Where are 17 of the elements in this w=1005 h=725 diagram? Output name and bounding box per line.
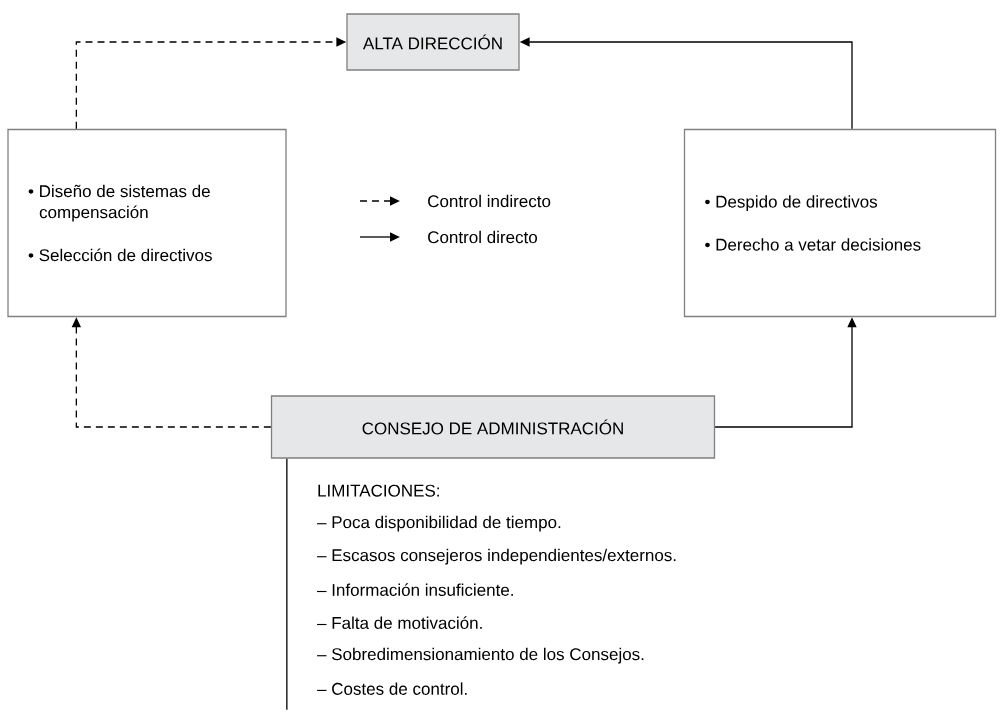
title-box: ALTA DIRECCIÓN — [346, 13, 520, 71]
bullet-item: • Despido de directivos — [705, 195, 878, 212]
list-text: – Poca disponibilidad de tiempo. — [317, 515, 561, 532]
bullet-item: • Derecho a vetar decisiones — [705, 238, 921, 251]
list-text: – Costes de control. — [317, 682, 467, 695]
legend-text: Control indirecto — [428, 194, 551, 208]
title-box: CONSEJO DE ADMINISTRACIÓN — [270, 395, 716, 459]
list-text: LIMITACIONES: — [318, 484, 439, 497]
list-text: – Falta de motivación. — [317, 616, 482, 629]
text-box — [7, 128, 287, 318]
text-box — [683, 128, 997, 318]
list-text: – Información insuficiente. — [317, 583, 513, 596]
bullet-item: • Selección de directivos — [28, 248, 212, 262]
bullet-item: • Diseño de sistemas de compensación — [28, 184, 210, 222]
list-text: – Escasos consejeros independientes/externos. — [317, 548, 676, 565]
list-text: – Sobredimensionamiento de los Consejos. — [317, 647, 644, 664]
legend-text: Control directo — [428, 230, 537, 244]
